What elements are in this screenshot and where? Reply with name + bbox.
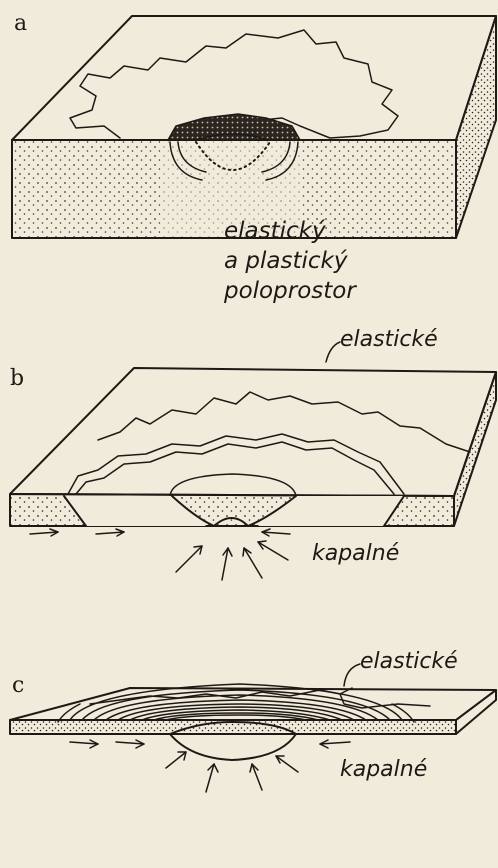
- panel-b-label-top-leader: [326, 342, 340, 362]
- panel-c-label-bottom: kapalné: [340, 757, 427, 782]
- panel-c-letter: c: [12, 673, 24, 698]
- panel-a-side-fill: [456, 16, 496, 238]
- panel-a-caption-line-1: elastický: [224, 218, 326, 244]
- panel-a-caption-line-3: poloprostor: [223, 278, 357, 304]
- panel-a-caption-line-2: a plastický: [224, 248, 348, 274]
- panel-b-flow-arrows: [30, 529, 290, 580]
- panel-b-rim-outer: [68, 434, 404, 494]
- panel-b-top-face: [10, 368, 496, 496]
- panel-b: b elastické kapa: [10, 327, 496, 580]
- panel-c-flow-arrows: [70, 740, 350, 792]
- panel-b-label-bottom: kapalné: [312, 541, 399, 566]
- panel-b-dome: [170, 474, 296, 496]
- panel-a-letter: a: [14, 11, 27, 36]
- panel-b-letter: b: [10, 366, 24, 391]
- panel-c-label-top-leader: [344, 664, 360, 686]
- panel-a: a elastický a plastický poloprostor: [12, 11, 496, 304]
- panel-c: c elastické: [10, 649, 496, 792]
- panel-c-label-top: elastické: [360, 649, 458, 674]
- panel-b-label-top: elastické: [340, 327, 438, 352]
